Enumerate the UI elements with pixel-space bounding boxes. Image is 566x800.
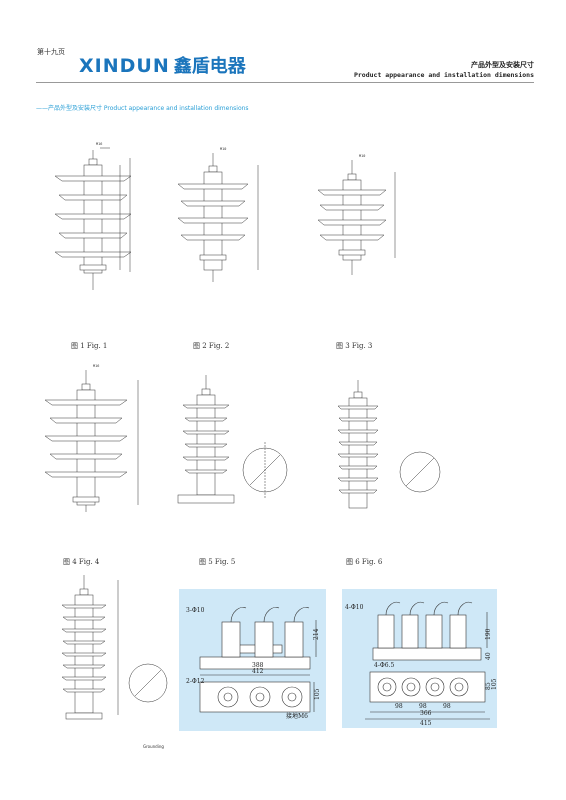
fig3-top-label: M10 <box>359 154 365 158</box>
panel-a-dim-w2: 412 <box>252 668 264 675</box>
panel-b-dim-w1: 366 <box>420 710 432 717</box>
panel-a-dim-h: 214 <box>313 628 320 640</box>
header-title-en: Product appearance and installation dime… <box>353 71 534 79</box>
header-title-cn: 产品外型及安装尺寸 <box>471 60 534 69</box>
figure-3-drawing <box>317 160 396 275</box>
panel-b-drawing <box>365 601 490 720</box>
panel-a-bolt-label: 接地M6 <box>286 712 308 720</box>
panel-b-d3: 98 <box>443 703 451 710</box>
figure-1-drawing <box>54 147 132 290</box>
panel-b-d1: 98 <box>395 703 403 710</box>
caption-fig-4: 图 4 Fig. 4 <box>63 558 100 566</box>
panel-b-holes-bottom: 4-Φ6.5 <box>374 662 394 669</box>
figure-5-drawing <box>177 375 288 504</box>
page-number: 第十九页 <box>37 48 65 56</box>
panel-b-holes-top: 4-Φ10 <box>345 604 364 611</box>
fig2-top-label: M10 <box>220 147 226 151</box>
caption-fig-2: 图 2 Fig. 2 <box>193 342 230 350</box>
caption-fig-1: 图 1 Fig. 1 <box>71 342 108 350</box>
caption-fig-3: 图 3 Fig. 3 <box>336 342 373 350</box>
panel-a-holes-top: 3-Φ10 <box>186 607 205 614</box>
panel-a-drawing <box>199 607 317 713</box>
panel-a-dim-v: 105 <box>314 688 321 700</box>
logo-latin: XINDUN <box>79 55 170 77</box>
panel-b-dim-v1: 85 <box>485 682 492 690</box>
panel-b-dim-v2: 105 <box>491 678 498 690</box>
figure-4-drawing <box>44 370 139 512</box>
section-title: ——产品外型及安装尺寸 Product appearance and insta… <box>36 105 249 112</box>
panel-b-d2: 98 <box>419 703 427 710</box>
panel-a-dim-w1: 388 <box>252 662 264 669</box>
panel-b-dim-w2: 415 <box>420 720 432 727</box>
figure-2-drawing <box>177 153 259 282</box>
logo-chinese: 鑫盾电器 <box>173 56 246 77</box>
header-divider <box>36 82 534 83</box>
grounding-note: Grounding <box>143 744 164 749</box>
caption-fig-5: 图 5 Fig. 5 <box>199 558 236 566</box>
panel-b-dim-h2: 40 <box>485 652 492 660</box>
fig4-top-label: M16 <box>93 364 99 368</box>
fig1-top-label: M16 <box>96 142 102 146</box>
panel-b-dim-h: 190 <box>485 628 492 640</box>
figure-6-drawing <box>337 380 441 509</box>
figure-7-drawing <box>61 575 168 720</box>
panel-a-holes-bottom: 2-Φ12 <box>186 678 205 685</box>
caption-fig-6: 图 6 Fig. 6 <box>346 558 383 566</box>
